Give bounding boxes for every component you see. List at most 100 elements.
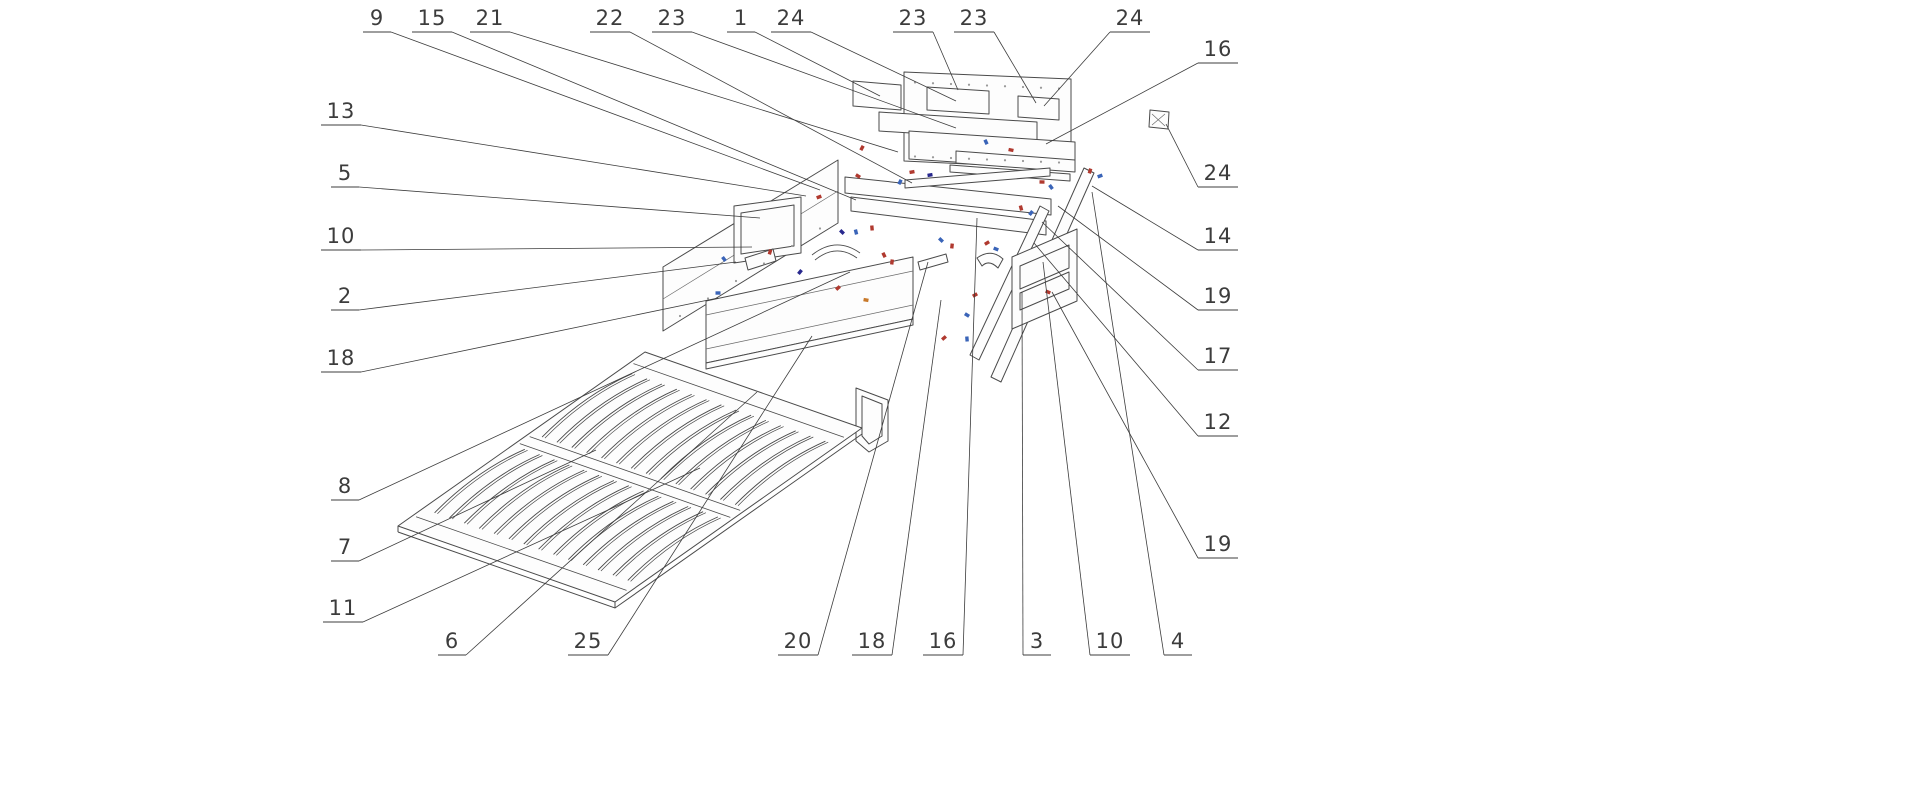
curved-support (811, 244, 861, 256)
callout-9: 9 (363, 6, 821, 191)
center-rail-lower (850, 196, 1047, 236)
callout-20: 20 (778, 261, 929, 656)
fastener-marker (1097, 173, 1103, 179)
part-number-label: 15 (418, 6, 447, 30)
fastener-marker (835, 285, 841, 291)
fastener-marker (890, 259, 894, 265)
part-number-label: 2 (338, 284, 352, 308)
fastener-marker (897, 179, 903, 185)
callout-23: 23 (652, 6, 957, 129)
corner-fitting-part (1148, 109, 1170, 130)
fastener-marker (1008, 147, 1014, 153)
callout-4: 4 (1091, 191, 1192, 656)
leader-line (607, 335, 813, 656)
callout-16: 16 (1045, 37, 1238, 145)
fastener-marker (1018, 205, 1024, 211)
part-number-label: 13 (327, 99, 356, 123)
fastener-marker (927, 172, 933, 178)
hardware-fasteners (715, 139, 1103, 342)
center-strip (904, 167, 1051, 189)
leader-line (509, 31, 899, 153)
flat-bracket (917, 253, 949, 271)
leader-line (390, 31, 821, 191)
leader-line (1041, 221, 1199, 371)
callout-13: 13 (321, 99, 807, 197)
part-number-label: 19 (1204, 284, 1233, 308)
callout-17: 17 (1041, 221, 1238, 371)
callout-21: 21 (470, 6, 899, 153)
callout-10: 10 (321, 224, 753, 251)
leader-line (360, 124, 807, 197)
part-number-label: 6 (445, 629, 459, 653)
fastener-marker (938, 237, 944, 243)
part-number-label: 18 (858, 629, 887, 653)
callout-7: 7 (331, 449, 597, 562)
leader-line (1021, 291, 1024, 656)
leader-line (1091, 185, 1199, 251)
callout-8: 8 (331, 271, 851, 501)
callout-6: 6 (438, 391, 758, 656)
callout-18: 18 (321, 297, 719, 373)
leader-line (1045, 62, 1199, 145)
leader-line (358, 449, 597, 562)
leader-line (1051, 291, 1199, 559)
callout-5: 5 (331, 161, 761, 219)
headboard-cutout-right (1017, 95, 1060, 121)
leader-line (810, 31, 957, 102)
leader-line (1042, 261, 1091, 656)
part-number-label: 16 (929, 629, 958, 653)
callout-19: 19 (1051, 291, 1238, 559)
leader-line (1057, 205, 1199, 311)
front-panel-group (705, 256, 914, 370)
part-number-label: 17 (1204, 344, 1233, 368)
leader-line (629, 31, 913, 184)
headboard-cutout-left (926, 86, 990, 115)
leader-line (993, 31, 1037, 104)
callout-16: 16 (923, 217, 978, 656)
fastener-marker (1039, 180, 1045, 184)
callout-24: 24 (1043, 6, 1150, 107)
center-rail-upper (844, 176, 1052, 216)
callout-10: 10 (1042, 261, 1130, 656)
part-number-label: 23 (658, 6, 687, 30)
callout-18: 18 (852, 299, 942, 656)
right-panel-cutout-upper (1019, 244, 1070, 290)
leader-line (358, 186, 761, 219)
fastener-marker (963, 312, 971, 318)
fastener-marker (1048, 183, 1054, 191)
part-number-label: 4 (1171, 629, 1185, 653)
fastener-marker (767, 249, 773, 255)
right-inner-rail (969, 205, 1050, 361)
part-number-label: 1 (734, 6, 748, 30)
drill-holes (678, 81, 1061, 318)
leader-line (817, 261, 929, 656)
fastener-marker (881, 252, 887, 258)
fastener-marker (797, 268, 803, 276)
fastener-marker (715, 291, 721, 295)
callout-15: 15 (412, 6, 857, 201)
leader-line (932, 31, 959, 91)
leader-line (891, 299, 942, 656)
leader-line (465, 391, 758, 656)
leader-line (1043, 31, 1111, 107)
callout-23: 23 (893, 6, 959, 91)
part-number-label: 8 (338, 474, 352, 498)
part-number-label: 23 (960, 6, 989, 30)
fastener-marker (870, 225, 874, 231)
callout-25: 25 (568, 335, 813, 656)
part-number-label: 19 (1204, 532, 1233, 556)
callout-19: 19 (1057, 205, 1238, 311)
leader-line (691, 31, 957, 129)
fastener-marker (853, 229, 859, 235)
part-number-label: 24 (1204, 161, 1233, 185)
callout-11: 11 (323, 467, 701, 623)
left-bracket (744, 248, 777, 271)
leader-line (362, 467, 701, 623)
leader-line (358, 261, 737, 311)
fastener-marker (993, 246, 999, 252)
part-number-label: 5 (338, 161, 352, 185)
callout-14: 14 (1091, 185, 1238, 251)
part-number-label: 24 (777, 6, 806, 30)
